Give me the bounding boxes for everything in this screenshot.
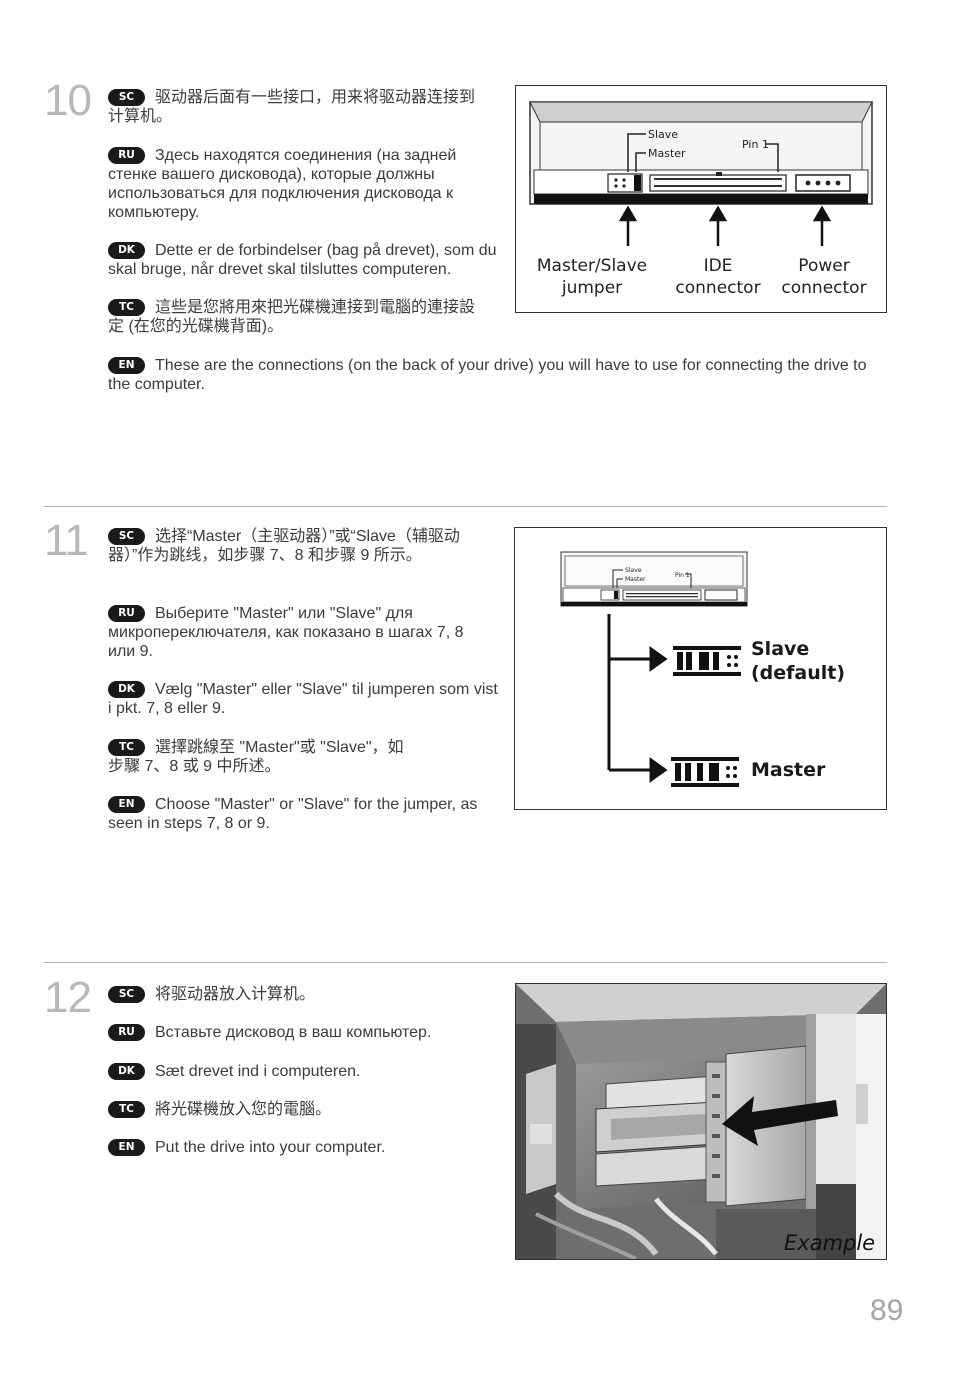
label-master: Master — [648, 147, 686, 160]
paragraph-text: Dette er de forbindelser (bag på drevet)… — [108, 242, 497, 278]
paragraph-ru: RU Вставьте дисковод в ваш компьютер. — [108, 1023, 488, 1042]
drive-back-illustration: Slave Master Pin 1 Master/Slave jumper I… — [529, 101, 873, 298]
paragraph-text: 选择“Master（主驱动器）”或“Slave（辅驱动器）”作为跳线，如步骤 7… — [108, 528, 460, 564]
paragraph-text: Choose "Master" or "Slave" for the jumpe… — [108, 796, 478, 832]
language-badge: TC — [108, 299, 145, 316]
language-badge: RU — [108, 147, 145, 164]
paragraph-sc: SC 将驱动器放入计算机。 — [108, 985, 488, 1004]
mini-label-slave: Slave — [625, 567, 642, 574]
computer-case-illustration: Example — [516, 984, 886, 1259]
paragraph-text: 這些是您將用來把光碟機連接到電腦的連接設定 (在您的光碟機背面)。 — [108, 299, 476, 335]
label-ide-line1: IDE — [704, 256, 733, 276]
step-number: 10 — [44, 76, 92, 125]
paragraph-text: 將光碟機放入您的電腦。 — [155, 1101, 332, 1118]
language-badge: DK — [108, 681, 145, 698]
drive-connectors-figure: Slave Master Pin 1 Master/Slave jumper I… — [515, 85, 887, 313]
paragraph-text: Здесь находятся соединения (на задней ст… — [108, 147, 457, 221]
language-badge: EN — [108, 796, 145, 813]
label-power-line2: connector — [781, 278, 866, 298]
paragraph-text: Вставьте дисковод в ваш компьютер. — [155, 1024, 432, 1041]
jumper-settings-figure: Slave Master Pin 1 — [514, 527, 887, 810]
mini-label-pin1: Pin 1 — [675, 572, 690, 579]
language-badge: TC — [108, 1101, 145, 1118]
jumper-illustration: Slave Master Pin 1 — [560, 551, 845, 787]
language-badge: DK — [108, 1063, 145, 1080]
install-drive-photo: Example — [515, 983, 887, 1260]
master-jumper-icon — [671, 757, 739, 787]
language-badge: SC — [108, 528, 145, 545]
language-badge: RU — [108, 605, 145, 622]
label-slave: Slave — [648, 128, 678, 141]
label-master: Master — [751, 759, 826, 781]
paragraph-tc: TC 將光碟機放入您的電腦。 — [108, 1100, 488, 1119]
language-badge: SC — [108, 89, 145, 106]
language-badge: RU — [108, 1024, 145, 1041]
paragraph-text: Sæt drevet ind i computeren. — [155, 1063, 361, 1080]
label-power-line1: Power — [798, 256, 849, 276]
language-badge: EN — [108, 357, 145, 374]
language-badge: EN — [108, 1139, 145, 1156]
label-jumper-line1: Master/Slave — [537, 256, 647, 276]
slave-jumper-icon — [673, 646, 741, 676]
paragraph-text: Vælg "Master" eller "Slave" til jumperen… — [108, 681, 498, 717]
label-jumper-line2: jumper — [561, 278, 622, 298]
paragraph-text: 驱动器后面有一些接口，用来将驱动器连接到计算机。 — [108, 89, 476, 125]
mini-label-master: Master — [625, 576, 646, 583]
page-number: 89 — [870, 1294, 904, 1327]
paragraph-text: 選擇跳線至 "Master"或 "Slave"，如步驟 7、8 或 9 中所述。 — [108, 739, 404, 775]
label-slave: Slave — [751, 638, 809, 660]
language-badge: SC — [108, 986, 145, 1003]
label-pin1: Pin 1 — [742, 138, 769, 151]
section-divider — [44, 506, 887, 507]
paragraph-dk: DK Sæt drevet ind i computeren. — [108, 1062, 488, 1081]
paragraph-text: Выберите "Master" или "Slave" для микроп… — [108, 605, 464, 660]
paragraph-text: 将驱动器放入计算机。 — [155, 986, 316, 1003]
language-badge: DK — [108, 242, 145, 259]
paragraph-text: These are the connections (on the back o… — [108, 357, 867, 393]
photo-caption: Example — [784, 1231, 875, 1255]
label-default: (default) — [751, 662, 845, 684]
step-number: 12 — [44, 973, 92, 1022]
section-divider — [44, 962, 887, 963]
paragraph-text: Put the drive into your computer. — [155, 1139, 386, 1156]
step-number: 11 — [44, 516, 89, 565]
paragraph-en: EN Put the drive into your computer. — [108, 1138, 488, 1157]
label-ide-line2: connector — [675, 278, 760, 298]
arrow-icon — [722, 1096, 838, 1146]
language-badge: TC — [108, 739, 145, 756]
